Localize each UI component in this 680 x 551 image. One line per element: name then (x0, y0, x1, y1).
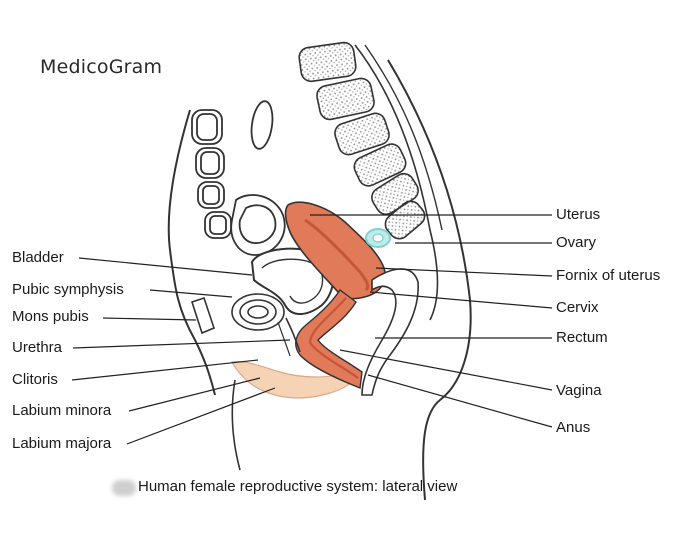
label-bladder: Bladder (12, 249, 64, 266)
label-labium-majora: Labium majora (12, 435, 112, 452)
pelvic-bones (191, 100, 286, 256)
back-outline (387, 59, 472, 501)
rectum-shape (361, 268, 419, 396)
mons-pubis-shape (190, 296, 215, 335)
label-mons-pubis: Mons pubis (12, 308, 89, 325)
urethra-shape (285, 317, 301, 353)
label-fornix-of-uterus: Fornix of uterus (556, 267, 661, 284)
label-clitoris: Clitoris (12, 371, 58, 388)
figure-caption: Human female reproductive system: latera… (138, 478, 458, 495)
label-uterus: Uterus (556, 206, 601, 223)
label-ovary: Ovary (556, 234, 597, 251)
label-urethra: Urethra (12, 339, 63, 356)
label-labium-minora: Labium minora (12, 402, 112, 419)
spine (298, 41, 426, 240)
blurred-logo-mark (112, 480, 136, 496)
label-cervix: Cervix (556, 299, 599, 316)
label-pubic-symphysis: Pubic symphysis (12, 281, 124, 298)
thigh-outline (231, 379, 241, 471)
label-anus: Anus (556, 419, 591, 436)
spinal-canal (354, 44, 439, 321)
front-outline (167, 109, 216, 396)
leader-lines-left (71, 257, 291, 445)
vagina-shape (295, 288, 363, 389)
label-rectum: Rectum (556, 329, 608, 346)
brand-logo: MedicoGram (40, 56, 163, 78)
leader-lines-right (310, 214, 553, 428)
pubic-symphysis-shape (231, 293, 285, 331)
label-vagina: Vagina (556, 382, 602, 399)
